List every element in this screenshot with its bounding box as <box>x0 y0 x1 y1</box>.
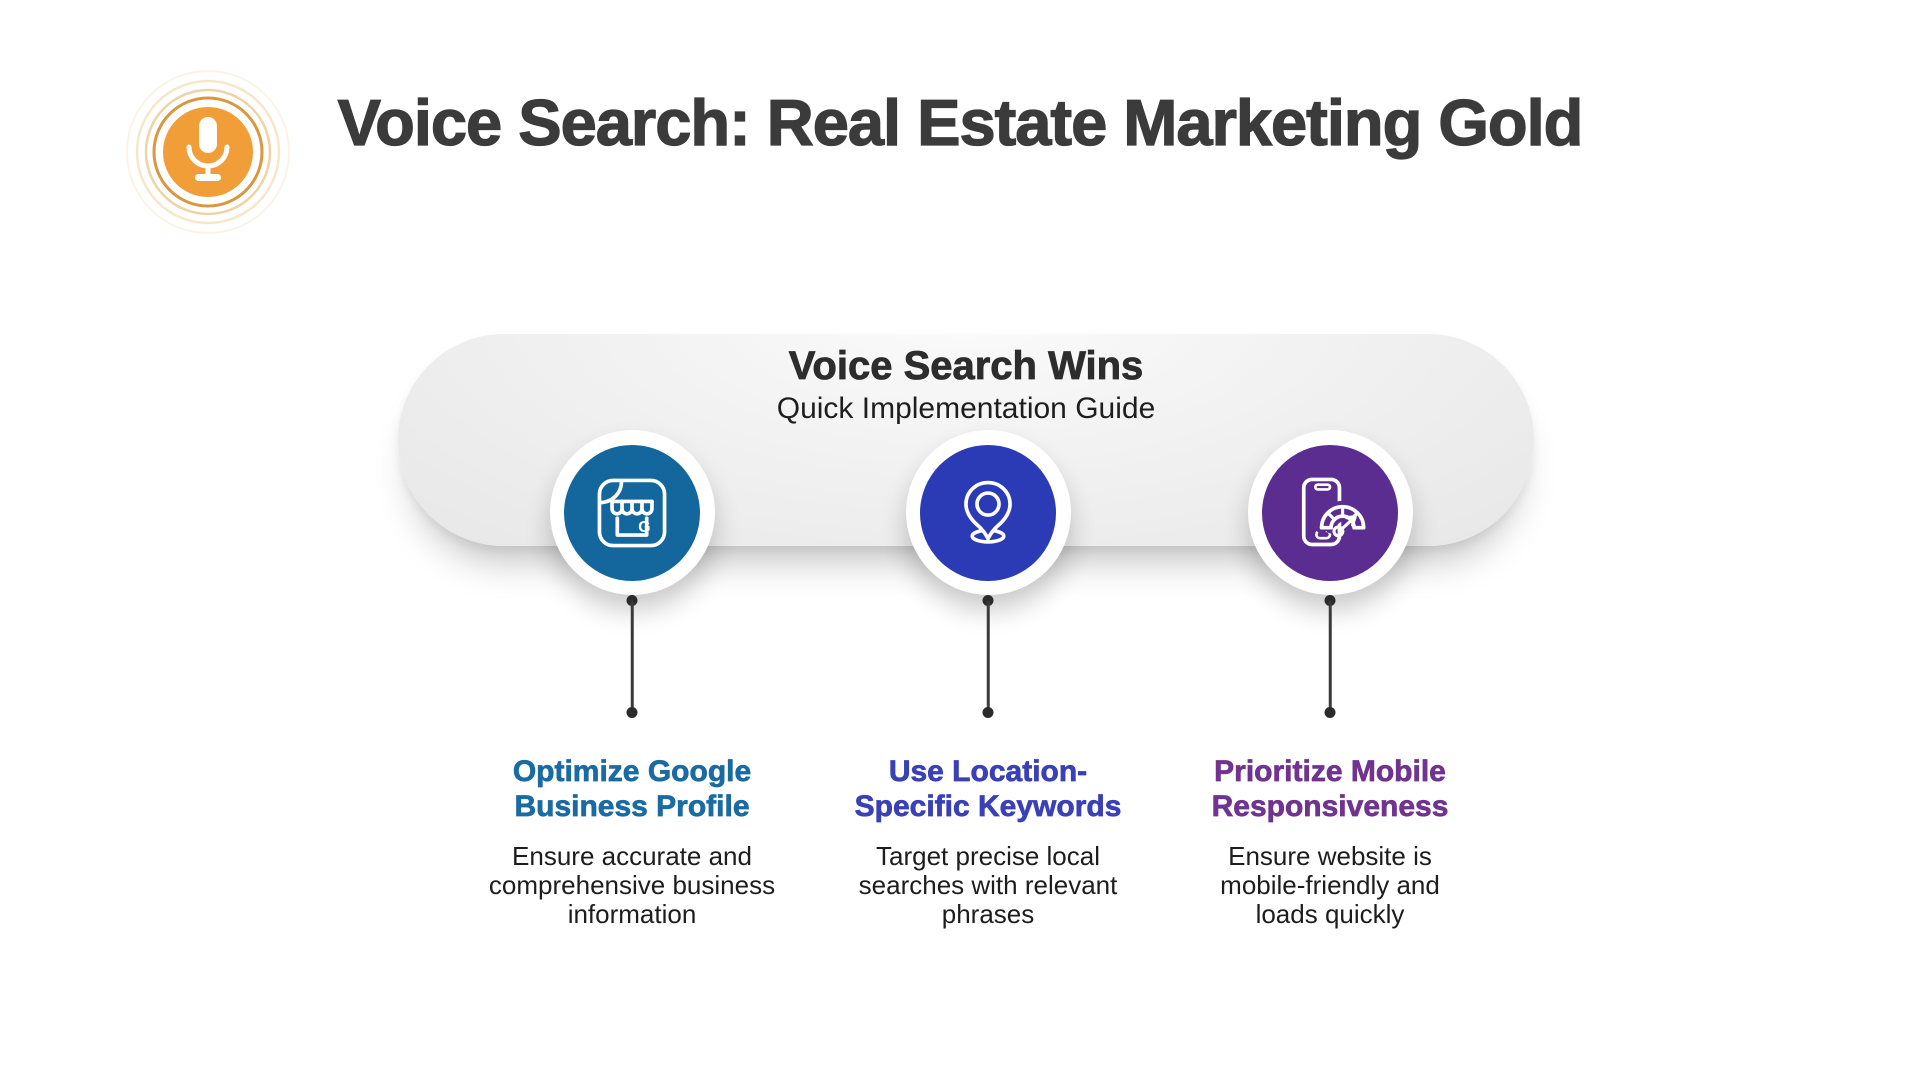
location-pin-icon <box>920 444 1056 581</box>
banner-subtitle: Quick Implementation Guide <box>776 392 1156 425</box>
connector-line <box>982 595 994 718</box>
connector-dot-top <box>1324 595 1336 606</box>
step-heading: Optimize Google Business Profile <box>512 755 752 824</box>
step-heading: Use Location- Specific Keywords <box>854 755 1122 824</box>
step-description: Ensure accurate and comprehensive busine… <box>488 841 776 929</box>
mobile-speedometer-icon <box>1262 444 1398 581</box>
step-google-business: G Optimize Google Business Profile Ensur… <box>442 430 822 929</box>
step-description: Ensure website is mobile-friendly and lo… <box>1220 841 1440 929</box>
svg-text:G: G <box>638 518 650 535</box>
connector-dot-bottom <box>626 707 638 718</box>
banner-title: Voice Search Wins <box>788 344 1144 389</box>
step-mobile-responsiveness: Prioritize Mobile Responsiveness Ensure … <box>1140 430 1520 929</box>
step-heading: Prioritize Mobile Responsiveness <box>1211 755 1449 824</box>
step-circle: G <box>549 430 715 595</box>
page-title: Voice Search: Real Estate Marketing Gold <box>337 85 1584 159</box>
google-business-storefront-icon: G <box>564 444 700 581</box>
step-circle <box>1247 430 1413 595</box>
step-circle <box>905 430 1071 595</box>
step-description: Target precise local searches with relev… <box>858 841 1118 929</box>
step-location-keywords: Use Location- Specific Keywords Target p… <box>798 430 1178 929</box>
connector-line <box>1324 595 1336 718</box>
connector-line <box>626 595 638 718</box>
voice-logo <box>116 60 300 244</box>
connector-dot-top <box>982 595 994 606</box>
connector-dot-bottom <box>1324 707 1336 718</box>
connector-dot-bottom <box>982 707 994 718</box>
connector-dot-top <box>626 595 638 606</box>
microphone-icon <box>126 70 290 234</box>
